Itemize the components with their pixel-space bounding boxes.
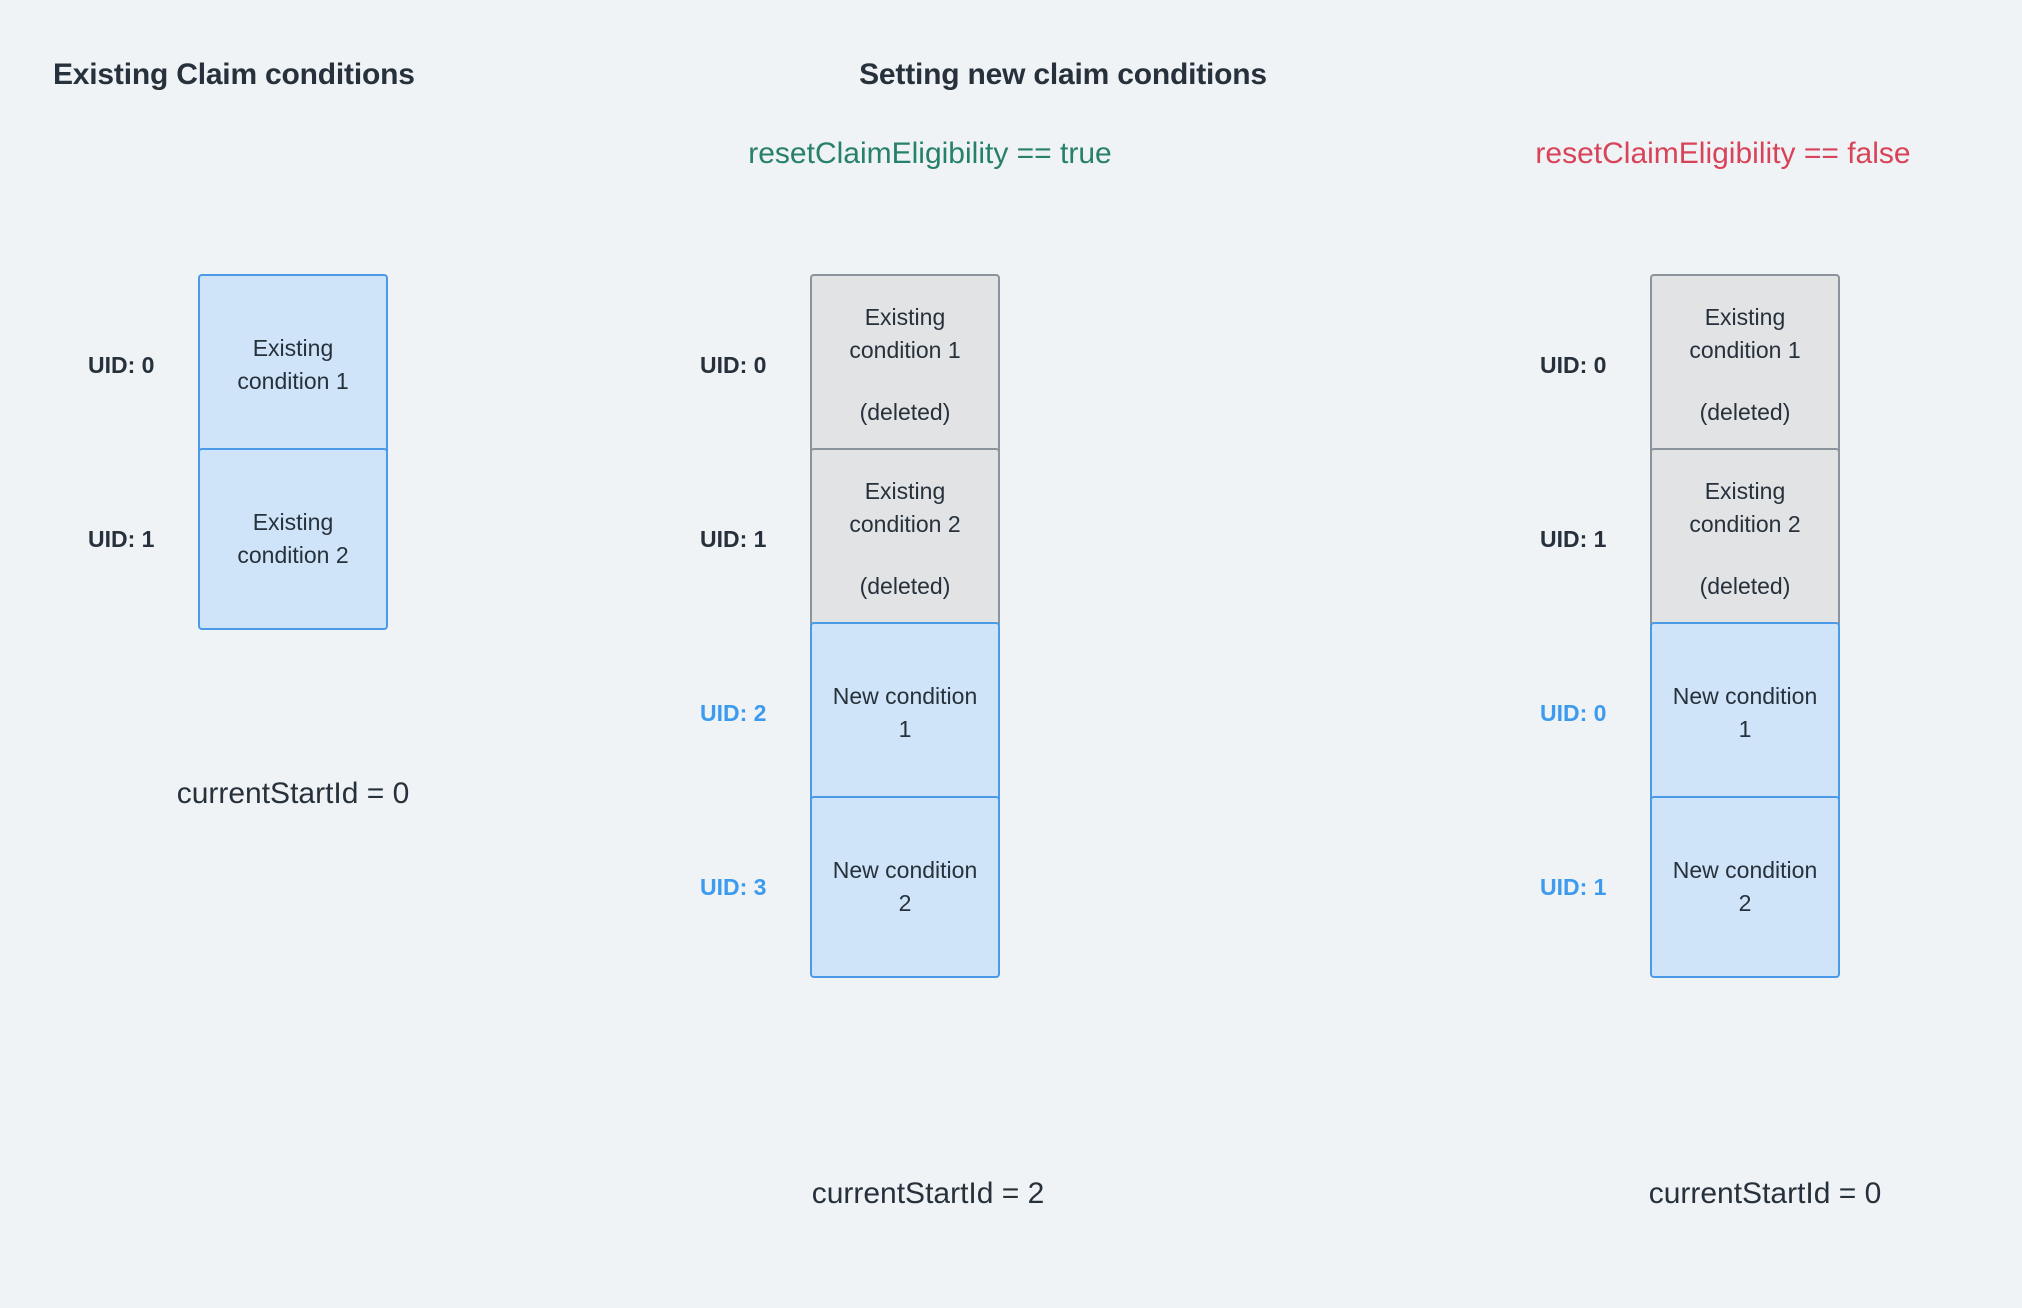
deleted-tag: (deleted) (859, 399, 951, 426)
condition-title-line2: 2 (1738, 890, 1752, 916)
column-existing-conditions: UID: 0 Existing condition 1 UID: 1 Exist… (0, 0, 560, 1308)
condition-row: UID: 1 New condition 2 (1540, 796, 1840, 978)
existing-conditions-title: Existing Claim conditions (53, 58, 415, 91)
condition-title-line1: Existing (252, 509, 334, 536)
condition-box[interactable]: Existing condition 2 (198, 448, 388, 630)
new-conditions-title: Setting new claim conditions (859, 58, 1267, 91)
condition-box-new[interactable]: New condition 2 (810, 796, 1000, 978)
condition-title-line2: condition 2 (849, 510, 961, 537)
condition-title-line2: 1 (1738, 716, 1752, 742)
condition-box-deleted[interactable]: Existing condition 1 (deleted) (810, 274, 1000, 456)
condition-box-deleted[interactable]: Existing condition 2 (deleted) (1650, 448, 1840, 630)
reset-eligibility-true-label: resetClaimEligibility == true (748, 137, 1112, 170)
condition-row: UID: 1 Existing condition 2 (deleted) (1540, 448, 1840, 630)
condition-title-line1: Existing (1704, 478, 1786, 505)
condition-title-line1: New condition (832, 683, 978, 710)
condition-title-line1: New condition (1672, 683, 1818, 710)
condition-title-line1: New condition (832, 857, 978, 884)
condition-row: UID: 1 Existing condition 2 (deleted) (700, 448, 1000, 630)
uid-label-new: UID: 0 (1540, 699, 1607, 726)
condition-title-line1: Existing (252, 335, 334, 362)
condition-row: UID: 0 Existing condition 1 (deleted) (700, 274, 1000, 456)
condition-row: UID: 3 New condition 2 (700, 796, 1000, 978)
condition-row: UID: 0 Existing condition 1 (88, 274, 388, 456)
condition-box-deleted[interactable]: Existing condition 2 (deleted) (810, 448, 1000, 630)
condition-box[interactable]: Existing condition 1 (198, 274, 388, 456)
uid-label: UID: 0 (1540, 351, 1607, 378)
condition-row: UID: 2 New condition 1 (700, 622, 1000, 804)
uid-label: UID: 1 (1540, 525, 1607, 552)
condition-row: UID: 1 Existing condition 2 (88, 448, 388, 630)
reset-eligibility-false-label: resetClaimEligibility == false (1535, 137, 1911, 170)
uid-label-new: UID: 2 (700, 699, 767, 726)
current-start-id-reset-false: currentStartId = 0 (1648, 1177, 1882, 1210)
condition-box-deleted[interactable]: Existing condition 1 (deleted) (1650, 274, 1840, 456)
uid-label: UID: 0 (700, 351, 767, 378)
condition-title-line1: New condition (1672, 857, 1818, 884)
deleted-tag: (deleted) (1699, 573, 1791, 600)
condition-title-line1: Existing (1704, 304, 1786, 331)
current-start-id-reset-true: currentStartId = 2 (811, 1177, 1045, 1210)
condition-title-line2: condition 2 (1689, 510, 1801, 537)
condition-box-new[interactable]: New condition 1 (1650, 622, 1840, 804)
condition-title-line1: Existing (864, 304, 946, 331)
condition-row: UID: 0 New condition 1 (1540, 622, 1840, 804)
condition-title-line1: Existing (864, 478, 946, 505)
column-reset-true: UID: 0 Existing condition 1 (deleted) UI… (700, 0, 1360, 1308)
condition-title-line2: condition 1 (1689, 336, 1801, 363)
current-start-id-existing: currentStartId = 0 (176, 777, 410, 810)
column-reset-false: UID: 0 Existing condition 1 (deleted) UI… (1540, 0, 2022, 1308)
uid-label-new: UID: 3 (700, 873, 767, 900)
deleted-tag: (deleted) (859, 573, 951, 600)
uid-label: UID: 1 (700, 525, 767, 552)
condition-title-line2: condition 1 (237, 368, 349, 394)
condition-title-line2: condition 2 (237, 542, 349, 568)
condition-box-new[interactable]: New condition 2 (1650, 796, 1840, 978)
deleted-tag: (deleted) (1699, 399, 1791, 426)
uid-label: UID: 1 (88, 525, 155, 552)
condition-title-line2: 2 (898, 890, 912, 916)
condition-title-line2: 1 (898, 716, 912, 742)
uid-label: UID: 0 (88, 351, 155, 378)
condition-box-new[interactable]: New condition 1 (810, 622, 1000, 804)
uid-label-new: UID: 1 (1540, 873, 1607, 900)
condition-title-line2: condition 1 (849, 336, 961, 363)
condition-row: UID: 0 Existing condition 1 (deleted) (1540, 274, 1840, 456)
